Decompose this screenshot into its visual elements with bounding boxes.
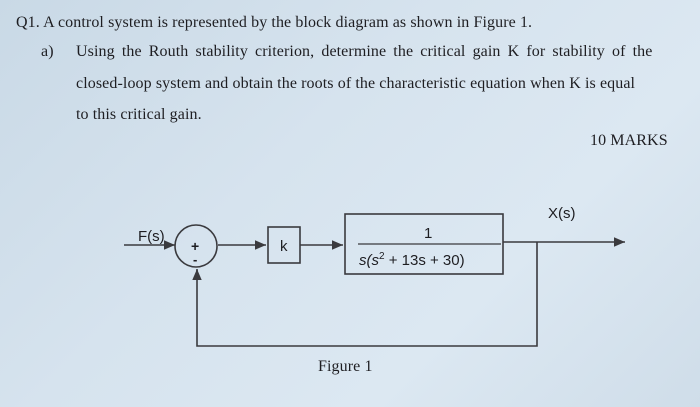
part-a-line-3: to this critical gain. bbox=[76, 106, 202, 123]
part-a-line-1: Using the Routh stability criterion, det… bbox=[76, 43, 653, 60]
part-a-line-2: closed-loop system and obtain the roots … bbox=[76, 75, 636, 92]
plant-numerator: 1 bbox=[424, 225, 432, 242]
marks-label: 10 MARKS bbox=[590, 132, 668, 149]
question-heading: Q1. A control system is represented by t… bbox=[16, 14, 533, 31]
summer-plus-sign: + bbox=[191, 238, 199, 254]
denominator-suffix: + 13s + 30) bbox=[385, 252, 465, 269]
feedback-path bbox=[196, 242, 538, 347]
part-a-label: a) bbox=[41, 43, 54, 60]
denominator-exponent: 2 bbox=[379, 251, 385, 262]
plant-block bbox=[344, 213, 504, 275]
summing-junction bbox=[174, 224, 218, 268]
output-label: X(s) bbox=[548, 205, 576, 222]
figure-caption: Figure 1 bbox=[318, 358, 373, 375]
input-label: F(s) bbox=[138, 228, 165, 245]
plant-denominator: s(s2 + 13s + 30) bbox=[359, 251, 465, 269]
gain-label: k bbox=[280, 238, 288, 255]
denominator-prefix: s(s bbox=[359, 252, 379, 269]
summer-minus-sign: - bbox=[193, 252, 197, 267]
